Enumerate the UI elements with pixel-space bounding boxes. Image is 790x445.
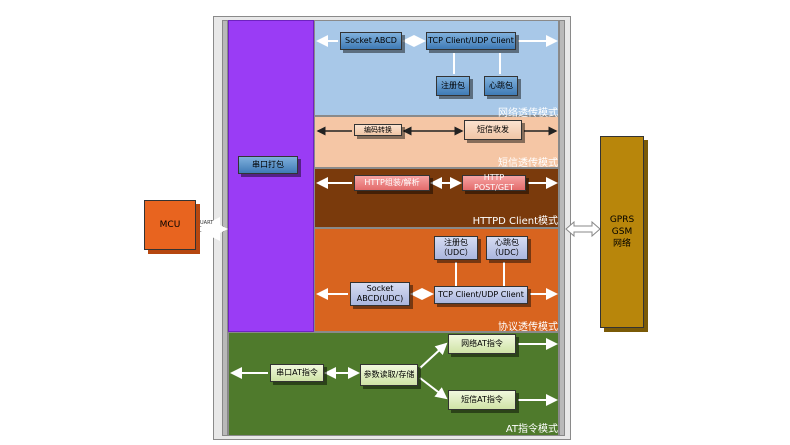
sms-mode-label: 短信透传模式 (498, 158, 558, 169)
gprs-line1: GPRS (609, 215, 635, 225)
protocol-client-box: TCP Client/UDP Client (434, 286, 528, 304)
mcu-block: MCU (144, 200, 196, 250)
socket-abcd-udc-box: Socket ABCD(UDC) (350, 282, 410, 306)
socket-abcd-box: Socket ABCD (340, 32, 402, 50)
register-udc-line2: （UDC） (439, 248, 473, 257)
register-udc-box: 注册包 （UDC） (434, 236, 478, 260)
serial-pack-label: 串口打包 (252, 160, 284, 169)
register-packet-label: 注册包 (441, 81, 465, 90)
heartbeat-udc-box: 心跳包 （UDC） (486, 236, 528, 260)
right-rail (559, 20, 565, 436)
http-post-get-label: HTTP POST/GET (474, 173, 514, 192)
socket-udc-line1: Socket (366, 284, 394, 293)
serial-at-box: 串口AT指令 (270, 364, 324, 382)
protocol-mode-label: 协议透传模式 (498, 322, 558, 333)
serial-pack-column (228, 20, 314, 332)
http-assemble-label: HTTP组装/解析 (364, 178, 420, 187)
serial-pack-box: 串口打包 (238, 156, 298, 174)
heartbeat-packet-box: 心跳包 (484, 76, 518, 96)
httpd-mode-label: HTTPD Client模式 (472, 216, 558, 227)
encode-convert-label: 编码转换 (364, 126, 392, 134)
gprs-network-block: GPRS GSM 网络 (600, 136, 644, 328)
socket-abcd-label: Socket ABCD (345, 36, 397, 45)
encode-convert-box: 编码转换 (354, 124, 402, 136)
register-udc-line1: 注册包 (444, 238, 468, 247)
gprs-line3: 网络 (612, 239, 631, 249)
socket-udc-line2: ABCD(UDC) (356, 294, 404, 303)
sms-at-label: 短信AT指令 (461, 395, 503, 404)
heartbeat-udc-line2: （UDC） (490, 248, 524, 257)
network-at-box: 网络AT指令 (448, 334, 516, 354)
tcp-udp-client-label: TCP Client/UDP Client (428, 36, 514, 45)
sms-send-receive-label: 短信收发 (477, 125, 509, 134)
heartbeat-udc-line1: 心跳包 (495, 238, 519, 247)
http-post-get-box: HTTP POST/GET (462, 173, 526, 192)
param-rw-box: 参数读取/存储 (360, 364, 418, 386)
protocol-client-label: TCP Client/UDP Client (438, 290, 524, 299)
param-rw-label: 参数读取/存储 (363, 370, 415, 379)
register-packet-box: 注册包 (436, 76, 470, 96)
sms-at-box: 短信AT指令 (448, 390, 516, 410)
network-mode-label: 网络透传模式 (498, 108, 558, 119)
gprs-line2: GSM (611, 227, 633, 237)
at-mode-label: AT指令模式 (505, 424, 558, 435)
http-assemble-box: HTTP组装/解析 (354, 175, 430, 191)
heartbeat-packet-label: 心跳包 (489, 81, 513, 90)
sms-send-receive-box: 短信收发 (464, 120, 522, 140)
uart-label: UART (200, 220, 214, 226)
network-at-label: 网络AT指令 (461, 339, 503, 348)
serial-at-label: 串口AT指令 (276, 368, 318, 377)
tcp-udp-client-box: TCP Client/UDP Client (426, 32, 516, 50)
mcu-label: MCU (159, 220, 181, 230)
